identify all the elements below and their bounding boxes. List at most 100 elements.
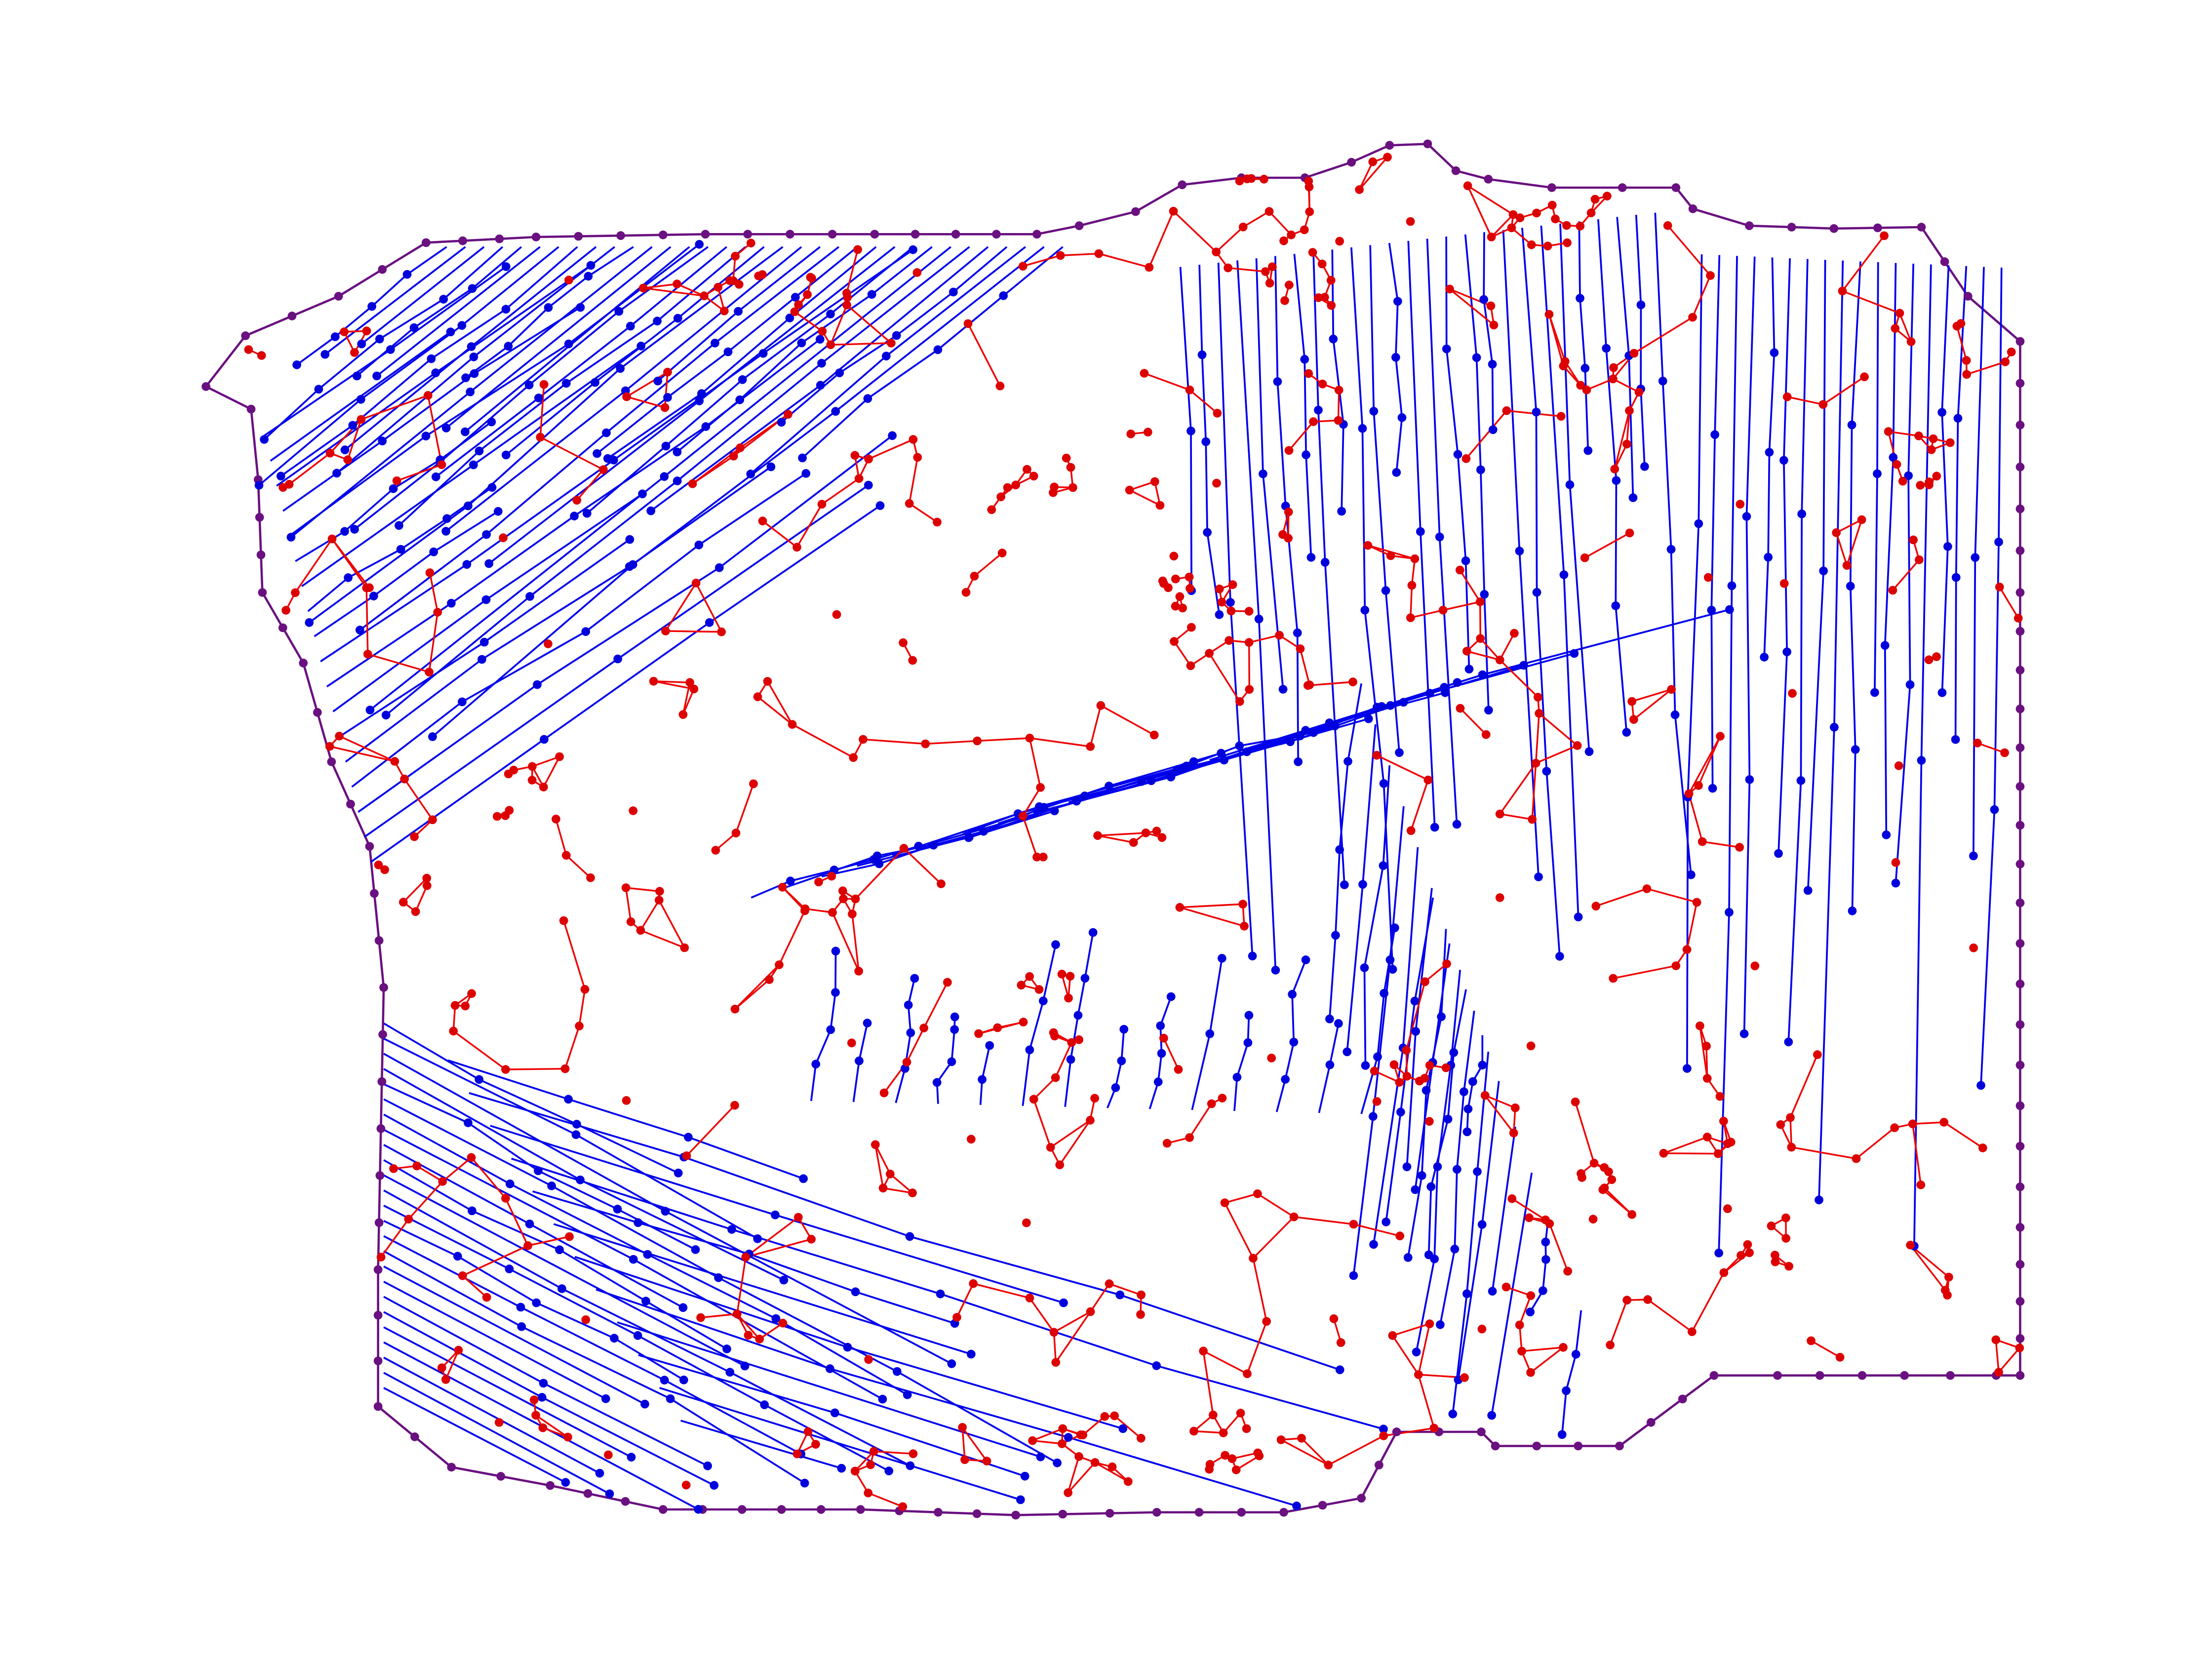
red-node (731, 252, 740, 261)
red-node (1096, 701, 1106, 710)
blue-edge (1584, 368, 1589, 451)
blue-node (1050, 806, 1059, 816)
blue-node (1273, 377, 1282, 386)
red-node (886, 1169, 895, 1179)
blue-node (1358, 424, 1367, 433)
blue-edge (1179, 267, 1192, 431)
red-node (1924, 655, 1934, 665)
red-node (1895, 309, 1904, 318)
red-edge (854, 1451, 874, 1472)
red-node (878, 1184, 888, 1193)
red-node (1003, 483, 1012, 492)
blue-node (638, 489, 647, 499)
red-node (1064, 993, 1073, 1003)
blue-edge (543, 622, 710, 740)
blue-node (1205, 1029, 1215, 1038)
blue-edge (638, 1354, 835, 1414)
red-edge (791, 723, 854, 758)
blue-edge (981, 1045, 991, 1080)
blue-edge (1907, 263, 1914, 476)
red-edge (1443, 601, 1481, 611)
boundary-node (1574, 1441, 1583, 1451)
blue-node (936, 1289, 945, 1299)
blue-node (666, 1394, 675, 1403)
red-node (871, 1140, 880, 1149)
blue-edge (1339, 761, 1349, 850)
red-node (1771, 1257, 1780, 1266)
red-edge (1193, 1430, 1224, 1434)
boundary-node (241, 331, 250, 340)
red-node (1842, 561, 1852, 570)
blue-edge (1445, 237, 1448, 349)
boundary-node (1532, 1441, 1541, 1451)
red-node (1890, 1123, 1899, 1132)
blue-node (831, 947, 840, 956)
blue-edge (383, 1281, 606, 1400)
boundary-node (910, 230, 920, 239)
blue-node (727, 1225, 736, 1234)
blue-edge (1402, 847, 1419, 1048)
blue-node (1541, 1255, 1550, 1264)
blue-edge (885, 246, 1027, 357)
blue-edge (464, 246, 690, 433)
red-node (1227, 1454, 1237, 1463)
blue-edge (471, 246, 597, 348)
blue-node (576, 1175, 585, 1185)
blue-node (1226, 598, 1235, 607)
blue-edge (383, 1265, 645, 1405)
blue-node (1105, 782, 1113, 790)
blue-node (429, 547, 438, 556)
red-node (1212, 478, 1221, 488)
blue-node (884, 1466, 894, 1475)
red-node (2007, 348, 2016, 356)
blue-edge (645, 1300, 727, 1350)
blue-node (525, 1220, 534, 1228)
red-node (1531, 758, 1540, 768)
blue-node (1461, 556, 1470, 565)
blue-node (758, 349, 768, 358)
blue-node (1611, 601, 1620, 610)
blue-edge (1718, 912, 1730, 1253)
blue-edge (276, 372, 436, 487)
blue-node (1385, 955, 1395, 964)
blue-node (837, 1463, 846, 1473)
blue-node (441, 423, 451, 433)
red-node (555, 752, 564, 761)
blue-node (1403, 1253, 1413, 1262)
blue-edge (1640, 389, 1646, 467)
blue-edge (1068, 1436, 1297, 1507)
blue-edge (614, 1337, 684, 1381)
blue-edge (339, 641, 485, 738)
boundary-node (1787, 223, 1796, 232)
blue-edge (263, 349, 391, 437)
blue-node (1235, 741, 1244, 750)
red-node (1019, 1018, 1028, 1027)
blue-node (305, 618, 314, 627)
red-node (1046, 1143, 1055, 1152)
red-edge (1089, 705, 1102, 747)
red-node (1832, 528, 1841, 537)
blue-edge (650, 384, 821, 512)
boundary-node (1618, 183, 1627, 192)
blue-node (1203, 528, 1212, 537)
red-node (851, 894, 860, 904)
red-node (682, 1151, 691, 1160)
red-node (1141, 829, 1150, 837)
boundary-node (1318, 1501, 1327, 1510)
blue-edge (952, 246, 1008, 293)
red-edge (1023, 254, 1061, 267)
red-node (661, 627, 670, 635)
blue-node (1334, 1019, 1343, 1028)
red-edge (1943, 1121, 1983, 1149)
blue-edge (1291, 959, 1307, 995)
red-node (1629, 715, 1638, 724)
blue-node (826, 1025, 835, 1034)
red-edge (367, 653, 430, 673)
blue-edge (1406, 1031, 1417, 1167)
red-node (864, 454, 873, 464)
blue-node (1293, 628, 1302, 637)
blue-node (811, 1060, 821, 1068)
blue-node (320, 350, 330, 359)
blue-node (540, 735, 549, 744)
red-node (1094, 249, 1104, 258)
